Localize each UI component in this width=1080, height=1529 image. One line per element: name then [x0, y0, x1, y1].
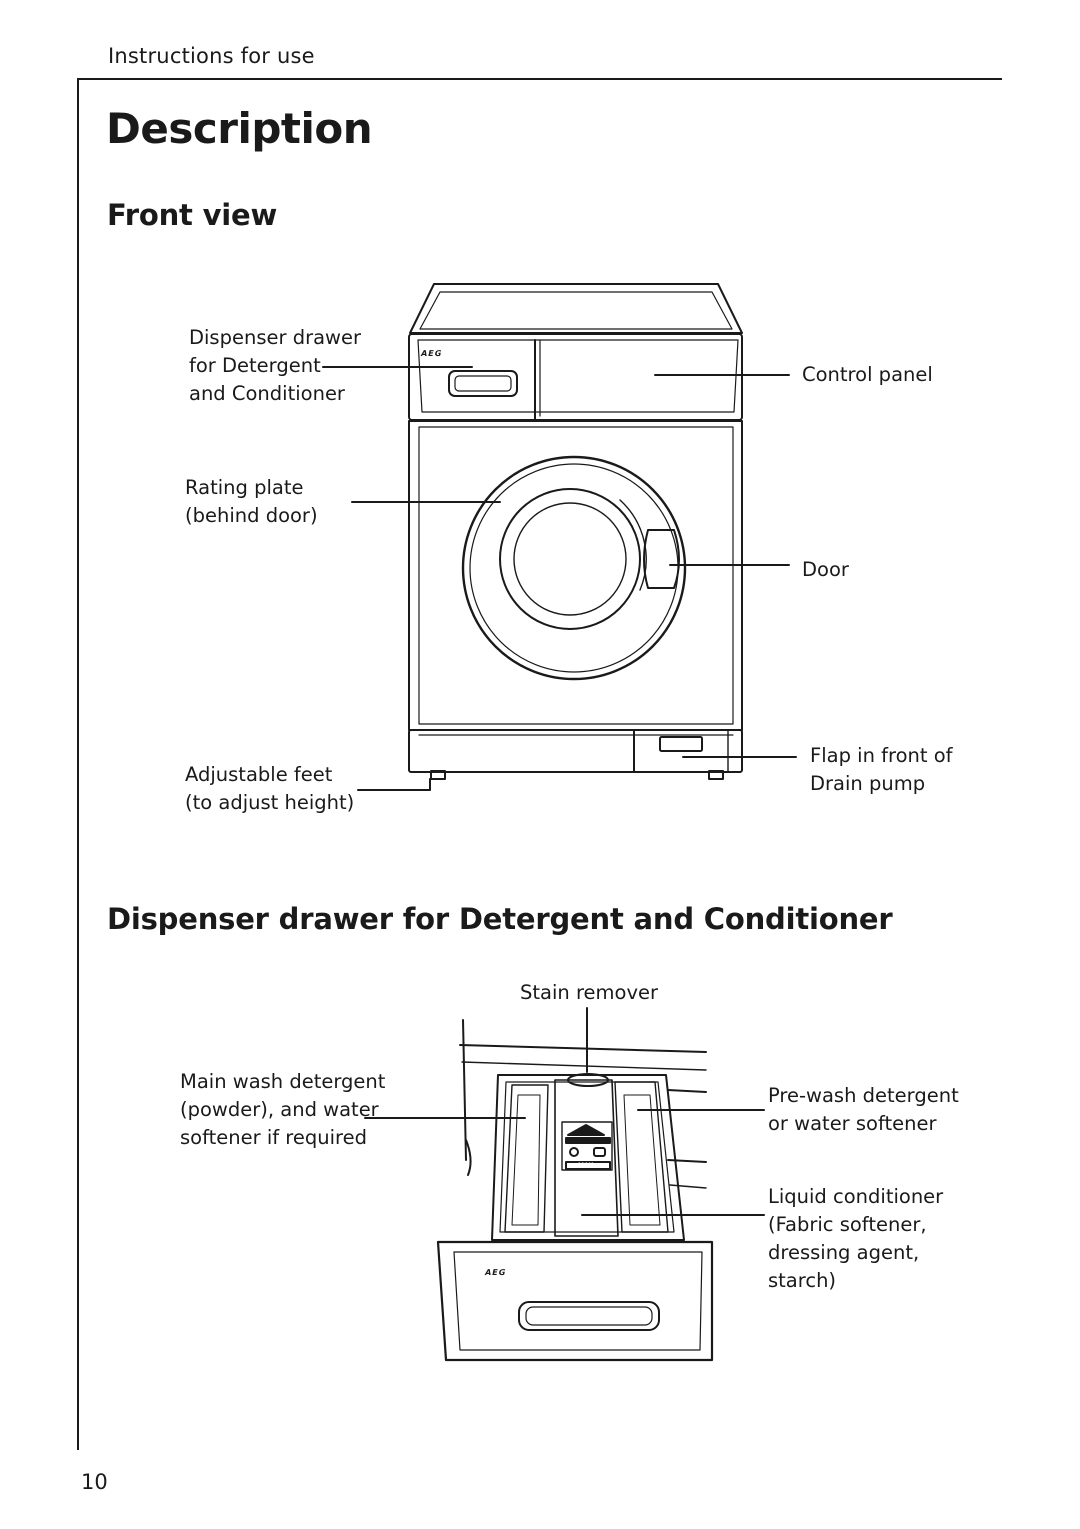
- margin-rule: [77, 78, 79, 1450]
- label-main-wash: Main wash detergent (powder), and water …: [180, 1070, 386, 1149]
- front-view-heading: Front view: [107, 198, 278, 232]
- label-stain-remover: Stain remover: [520, 981, 659, 1004]
- page-number: 10: [81, 1470, 108, 1494]
- page-title: Description: [106, 104, 373, 153]
- header-rule: [78, 78, 1002, 80]
- running-header: Instructions for use: [108, 44, 315, 68]
- drawer-heading: Dispenser drawer for Detergent and Condi…: [107, 902, 893, 936]
- label-rating-plate: Rating plate (behind door): [185, 476, 318, 527]
- max-fill-mark: MAX: [578, 1162, 594, 1169]
- label-adjustable-feet: Adjustable feet (to adjust height): [185, 763, 355, 814]
- label-drain-pump-flap: Flap in front of Drain pump: [810, 744, 953, 795]
- drawer-brand-logo: AEG: [484, 1268, 508, 1277]
- label-prewash: Pre-wash detergent or water softener: [768, 1084, 959, 1135]
- label-control-panel: Control panel: [802, 363, 933, 386]
- label-door: Door: [802, 558, 849, 581]
- label-dispenser-drawer: Dispenser drawer for Detergent and Condi…: [189, 326, 362, 405]
- label-liquid-conditioner: Liquid conditioner (Fabric softener, dre…: [768, 1185, 944, 1292]
